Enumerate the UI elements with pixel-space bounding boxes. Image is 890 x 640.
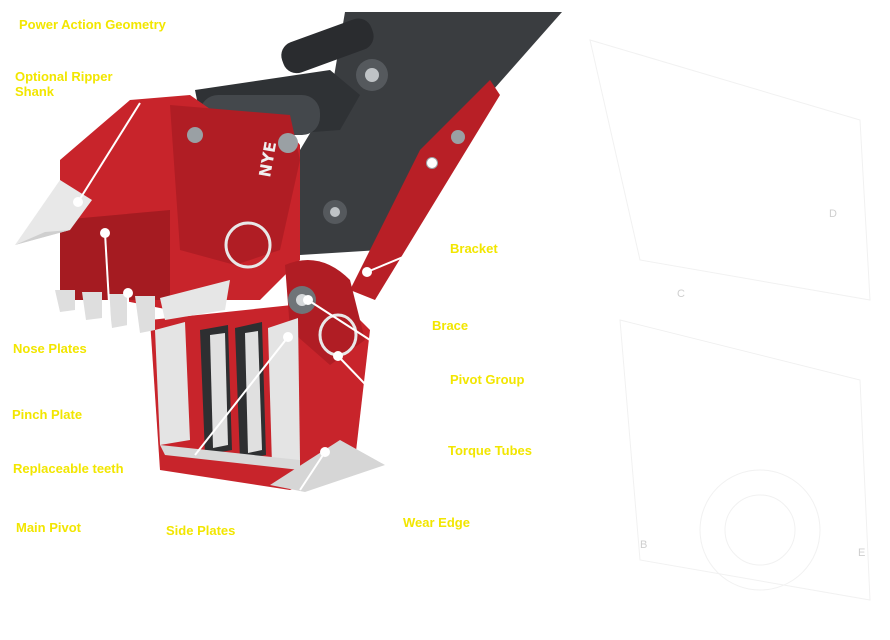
leader-ripper — [77, 102, 141, 203]
replaceable-teeth-plates — [155, 318, 300, 470]
label-power-action-geometry: Power Action Geometry — [19, 17, 166, 32]
label-pinch-plate: Pinch Plate — [12, 407, 83, 422]
leader-pivot — [307, 299, 371, 341]
faint-mark-e: E — [858, 547, 866, 559]
label-nose-plates: Nose Plates — [13, 341, 87, 356]
label-bracket: Bracket — [450, 241, 498, 256]
label-wear-edge: Wear Edge — [403, 515, 470, 530]
leader-teeth — [194, 336, 289, 456]
label-main-pivot: Main Pivot — [16, 520, 82, 535]
leader-pivot-group — [337, 355, 391, 411]
label-pivot-group: Pivot Group — [450, 372, 525, 387]
leader-nose — [104, 232, 111, 321]
leader-lines — [73, 102, 437, 491]
attachment-body — [60, 95, 300, 310]
label-replaceable-teeth: Replaceable teeth — [13, 461, 124, 476]
ripper-shank-tooth — [15, 180, 92, 245]
upper-teeth — [55, 280, 230, 333]
faint-mark-c: C — [677, 288, 685, 300]
leader-bracket — [366, 249, 421, 273]
label-optional-ripper-shank: Optional Ripper Shank — [15, 69, 113, 99]
faint-mark-d: D — [829, 208, 837, 220]
faint-mark-b: B — [640, 539, 648, 551]
label-side-plates: Side Plates — [166, 523, 236, 538]
excavator-arm — [195, 12, 562, 255]
leader-side — [299, 451, 326, 491]
background-sketch — [589, 39, 871, 601]
label-torque-tubes: Torque Tubes — [448, 443, 533, 458]
label-brace: Brace — [432, 318, 469, 333]
